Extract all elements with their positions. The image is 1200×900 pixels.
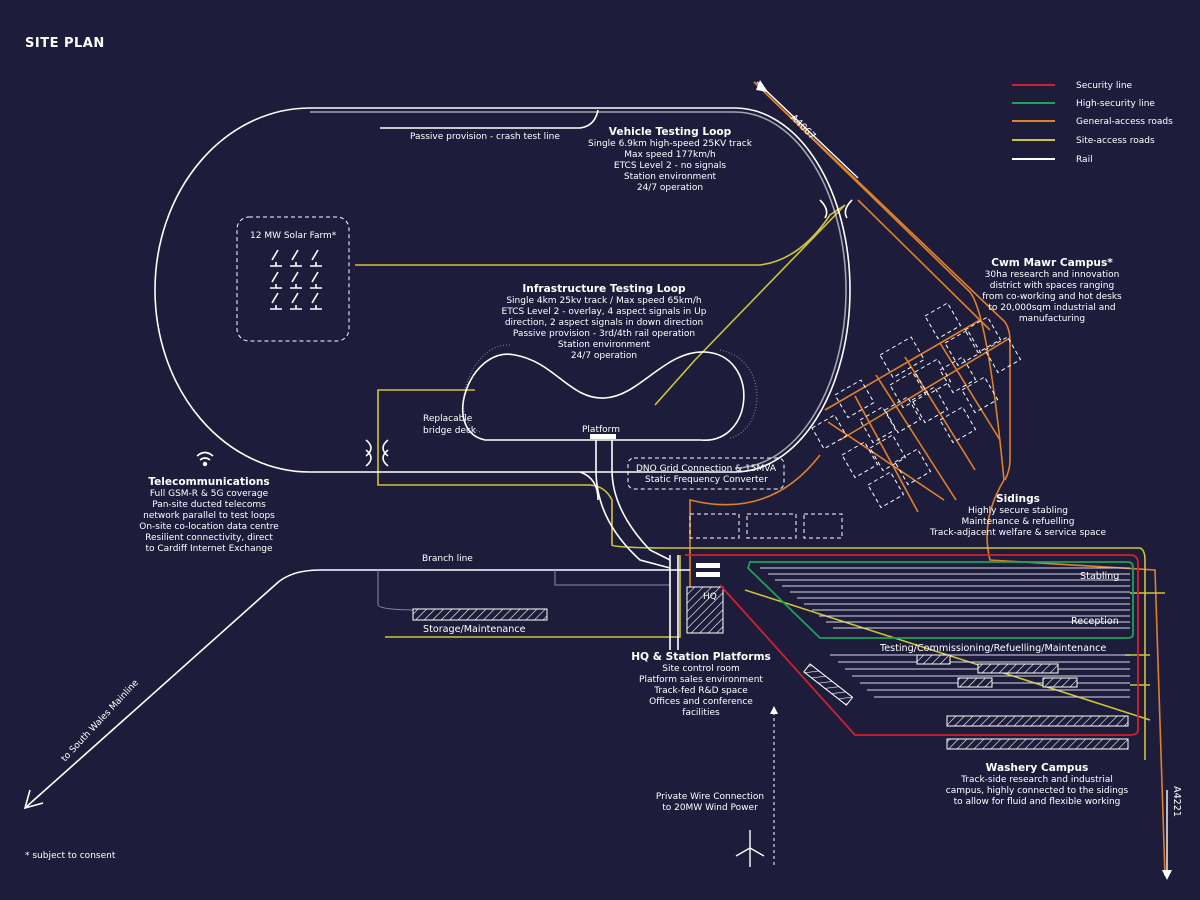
cwm-mawr-title: Cwm Mawr Campus* [991,257,1113,269]
testing-label: Testing/Commissioning/Refuelling/Mainten… [879,643,1106,654]
legend-label-site-access: Site-access roads [1076,136,1155,146]
vehicle-loop-line2: Max speed 177km/h [624,150,715,160]
hq-building [686,586,724,634]
legend-label-general-access: General-access roads [1076,117,1173,127]
telecoms-line4: On-site co-location data centre [139,522,279,532]
page-title: SITE PLAN [25,36,105,51]
cwm-mawr-line2: district with spaces ranging [990,281,1114,291]
infra-loop-line2: ETCS Level 2 - overlay, 4 aspect signals… [502,307,707,317]
road-label-a4221: A4221 [1171,786,1182,817]
washery-line2: campus, highly connected to the sidings [946,786,1129,796]
wifi-icon [196,451,214,467]
vehicle-loop-line1: Single 6.9km high-speed 25KV track [588,139,753,149]
telecoms-line2: Pan-site ducted telecoms [152,500,266,510]
hq-platforms-line1: Site control room [662,664,739,674]
hq-platforms-line2: Platform sales environment [639,675,763,685]
hq-platforms-line5: facilities [682,708,720,718]
crash-test-line [380,109,599,129]
vehicle-loop-line5: 24/7 operation [637,183,703,193]
legend-label-security: Security line [1076,81,1133,91]
telecoms-title: Telecommunications [148,476,269,488]
cwm-mawr-line5: manufacturing [1019,314,1085,324]
dno-line1: DNO Grid Connection & 15MVA [636,464,777,474]
cwm-mawr-line4: to 20,000sqm industrial and [988,303,1115,313]
cwm-mawr-line3: from co-working and hot desks [982,292,1122,302]
washery-building-1 [946,715,1129,727]
infra-loop-line3: direction, 2 aspect signals in down dire… [505,318,703,328]
infra-loop-line4: Passive provision - 3rd/4th rail operati… [513,329,695,339]
a4221-arrow-icon [1162,870,1172,880]
infra-loop-line1: Single 4km 25kv track / Max speed 65km/h [506,296,701,306]
wind-turbine-icon [735,830,765,867]
sidings-tracks [760,567,1130,698]
vehicle-testing-loop-track [154,107,851,473]
hq-platforms-line4: Offices and conference [649,697,753,707]
private-wire-line2: to 20MW Wind Power [662,803,758,813]
reception-label: Reception [1071,616,1119,627]
legend: Security line High-security line General… [1012,81,1173,165]
telecoms-line5: Resilient connectivity, direct [145,533,273,543]
future-building-3 [803,513,843,539]
infra-loop-line5: Station environment [558,340,651,350]
storage-maintenance-label: Storage/Maintenance [423,624,526,635]
future-building-2 [746,513,797,539]
general-access-roads [689,81,1166,877]
siding-shed-diagonal [803,663,854,706]
stabling-label: Stabling [1080,571,1119,582]
sidings-line3: Track-adjacent welfare & service space [929,528,1106,538]
bridge-label-line2: bridge deck [423,426,477,436]
vehicle-loop-line3: ETCS Level 2 - no signals [614,161,727,171]
legend-label-rail: Rail [1076,155,1093,165]
mainline-label: to South Wales Mainline [60,678,141,764]
platform-marker [590,434,616,439]
hq-platforms-line3: Track-fed R&D space [653,686,748,696]
telecoms-line6: to Cardiff Internet Exchange [145,544,273,554]
washery-building-2 [946,738,1129,750]
siding-shed-2 [977,663,1059,674]
storage-maintenance-building [412,608,548,621]
hq-label: HQ [703,592,717,602]
crash-test-label: Passive provision - crash test line [410,132,560,142]
siding-shed-3 [957,677,993,688]
branch-line-label: Branch line [422,554,473,564]
telecoms-line3: network parallel to test loops [143,511,275,521]
sidings-title: Sidings [996,493,1040,505]
solar-panel-icon [270,249,322,310]
bridge-label-line1: Replacable [423,414,473,424]
security-line [685,554,1139,736]
siding-shed-4 [1042,677,1078,688]
siding-shed-1 [916,654,951,665]
cwm-mawr-line1: 30ha research and innovation [985,270,1120,280]
vehicle-loop-line4: Station environment [624,172,717,182]
washery-line1: Track-side research and industrial [960,775,1113,785]
legend-label-high-security: High-security line [1076,99,1155,109]
future-building-1 [689,513,740,539]
infrastructure-testing-loop-track [461,351,745,441]
vehicle-loop-title: Vehicle Testing Loop [609,126,732,138]
solar-farm-title: 12 MW Solar Farm* [250,231,337,241]
dno-line2: Static Frequency Converter [645,475,768,485]
platform-label: Platform [582,425,620,435]
telecoms-line1: Full GSM-R & 5G coverage [150,489,269,499]
dno-box [627,457,785,490]
hq-platforms-title: HQ & Station Platforms [631,651,771,663]
infra-loop-title: Infrastructure Testing Loop [522,283,686,295]
infra-loop-line6: 24/7 operation [571,351,637,361]
washery-title: Washery Campus [986,762,1089,774]
high-security-line [746,561,1134,639]
solar-farm-boundary [236,216,350,342]
branch-line-track [24,569,690,809]
private-wire-line1: Private Wire Connection [656,792,764,802]
washery-line3: to allow for fluid and flexible working [954,797,1121,807]
footnote: * subject to consent [25,851,116,861]
sidings-line2: Maintenance & refuelling [961,517,1074,527]
sidings-line1: Highly secure stabling [968,506,1068,516]
